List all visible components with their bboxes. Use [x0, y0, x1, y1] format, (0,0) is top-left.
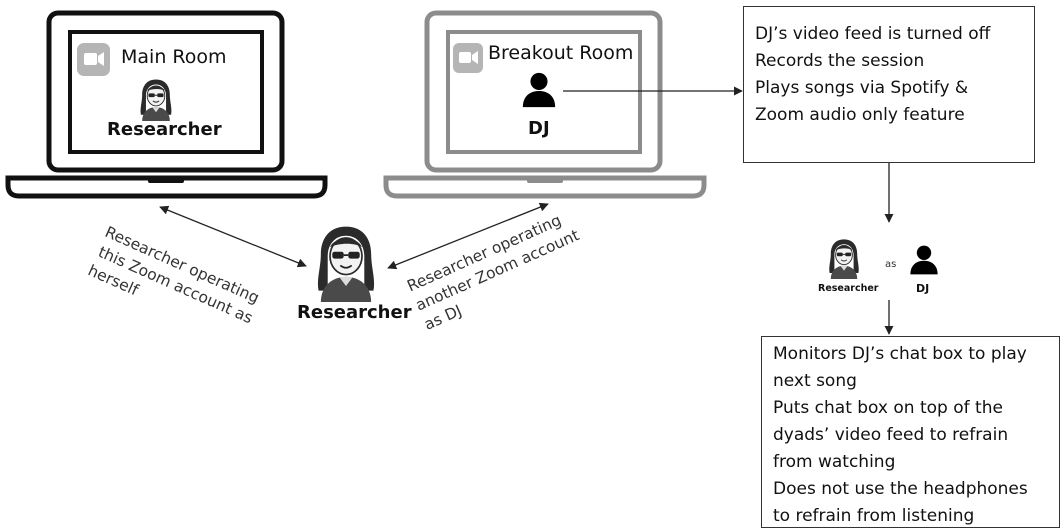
- monitor-box-line: Does not use the headphones: [773, 479, 1028, 499]
- researcher-avatar-center: [317, 225, 375, 302]
- monitor-box-line: Monitors DJ’s chat box to play: [773, 344, 1027, 364]
- role-pair-dj-label: DJ: [916, 282, 930, 295]
- researcher-avatar-main: [140, 79, 172, 121]
- left-double-arrow: [159, 205, 307, 268]
- breakout-room-title: Breakout Room: [488, 42, 634, 64]
- main-room-researcher-label: Researcher: [107, 119, 222, 140]
- monitor-box-line: next song: [773, 371, 857, 391]
- role-pair-connector: as: [885, 259, 897, 270]
- dj-box-line: Plays songs via Spotify &: [755, 78, 969, 98]
- breakout-room-dj-label: DJ: [528, 118, 550, 139]
- monitor-box-line: from watching: [773, 452, 896, 472]
- dj-box-line: DJ’s video feed is turned off: [755, 24, 991, 44]
- video-camera-icon: [453, 43, 483, 73]
- dj-actions-box: DJ’s video feed is turned off Records th…: [743, 6, 1035, 163]
- monitor-box-line: Puts chat box on top of the: [773, 398, 1003, 418]
- dj-person-icon-small: [910, 245, 938, 275]
- monitor-box-line: dyads’ video feed to refrain: [773, 425, 1009, 445]
- video-camera-icon: [77, 43, 110, 76]
- center-researcher-label: Researcher: [297, 302, 412, 323]
- dj-box-line: Zoom audio only feature: [755, 105, 965, 125]
- researcher-monitoring-box: Monitors DJ’s chat box to play next song…: [761, 336, 1060, 528]
- right-double-arrow: [387, 202, 549, 270]
- dj-box-line: Records the session: [755, 51, 925, 71]
- researcher-avatar-small: [828, 238, 860, 279]
- monitor-box-line: to refrain from listening: [773, 506, 975, 526]
- main-room-title: Main Room: [121, 46, 227, 68]
- role-pair-researcher-label: Researcher: [818, 283, 879, 294]
